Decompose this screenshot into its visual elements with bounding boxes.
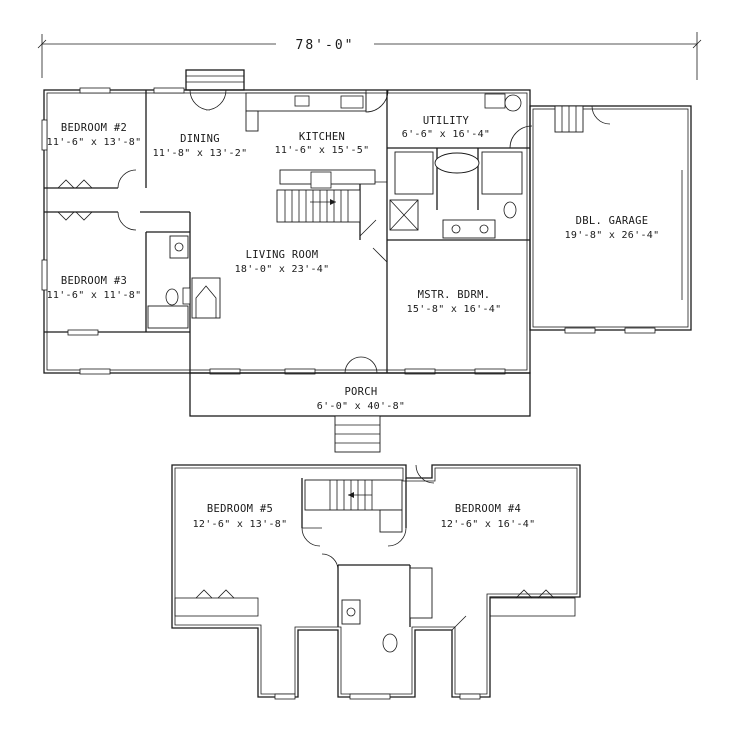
dining-size: 11'-8" x 13'-2" (153, 148, 248, 159)
door-swing-icon (301, 464, 467, 631)
upper-floor (171, 464, 581, 700)
upper-windows (274, 693, 481, 700)
tub-icon (147, 305, 189, 329)
bedroom4-size: 12'-6" x 16'-4" (441, 519, 536, 530)
bedroom5-size: 12'-6" x 13'-8" (193, 519, 288, 530)
utility-size: 6'-6" x 16'-4" (402, 129, 491, 140)
bedroom5-name: BEDROOM #5 (207, 503, 273, 515)
interior-walls (44, 90, 530, 373)
upper-closets (174, 589, 576, 617)
garage (529, 105, 692, 334)
bedroom4-name: BEDROOM #4 (455, 503, 521, 515)
upper-stairs (304, 479, 403, 533)
sink-icon (451, 224, 461, 234)
living-name: LIVING ROOM (246, 249, 319, 261)
garage-name: DBL. GARAGE (576, 215, 649, 227)
door-swing-icon (117, 89, 533, 374)
windows (41, 87, 506, 375)
kitchen-size: 11'-6" x 15'-5" (275, 145, 370, 156)
hall-bath-fixtures (147, 235, 221, 329)
bedroom3-name: BEDROOM #3 (61, 275, 127, 287)
master-size: 15'-8" x 16'-4" (407, 304, 502, 315)
closets (57, 179, 93, 221)
kitchen-name: KITCHEN (299, 131, 345, 143)
dining-name: DINING (180, 133, 220, 145)
porch-name: PORCH (344, 386, 377, 398)
porch-size: 6'-0" x 40'-8" (317, 401, 406, 412)
master-name: MSTR. BDRM. (418, 289, 491, 301)
overall-dimension-line (37, 32, 702, 80)
main-floor (41, 69, 692, 453)
bedroom2-name: BEDROOM #2 (61, 122, 127, 134)
upper-bath-fixtures (341, 567, 433, 653)
garage-size: 19'-8" x 26'-4" (565, 230, 660, 241)
porch (189, 372, 531, 453)
living-size: 18'-0" x 23'-4" (235, 264, 330, 275)
main-stairs (276, 189, 361, 223)
utility-fixtures (484, 93, 522, 112)
stair-arrow-icon (310, 199, 336, 205)
dining-bay (185, 69, 245, 91)
utility-name: UTILITY (423, 115, 470, 127)
kitchen-counter (245, 92, 376, 189)
overall-dimension-label: 78'-0" (296, 38, 355, 53)
master-bath-fixtures (389, 151, 523, 239)
bedroom2-size: 11'-6" x 13'-8" (47, 137, 142, 148)
toilet-icon (503, 201, 517, 219)
bedroom3-size: 11'-6" x 11'-8" (47, 290, 142, 301)
stair-arrow-icon (348, 492, 372, 498)
